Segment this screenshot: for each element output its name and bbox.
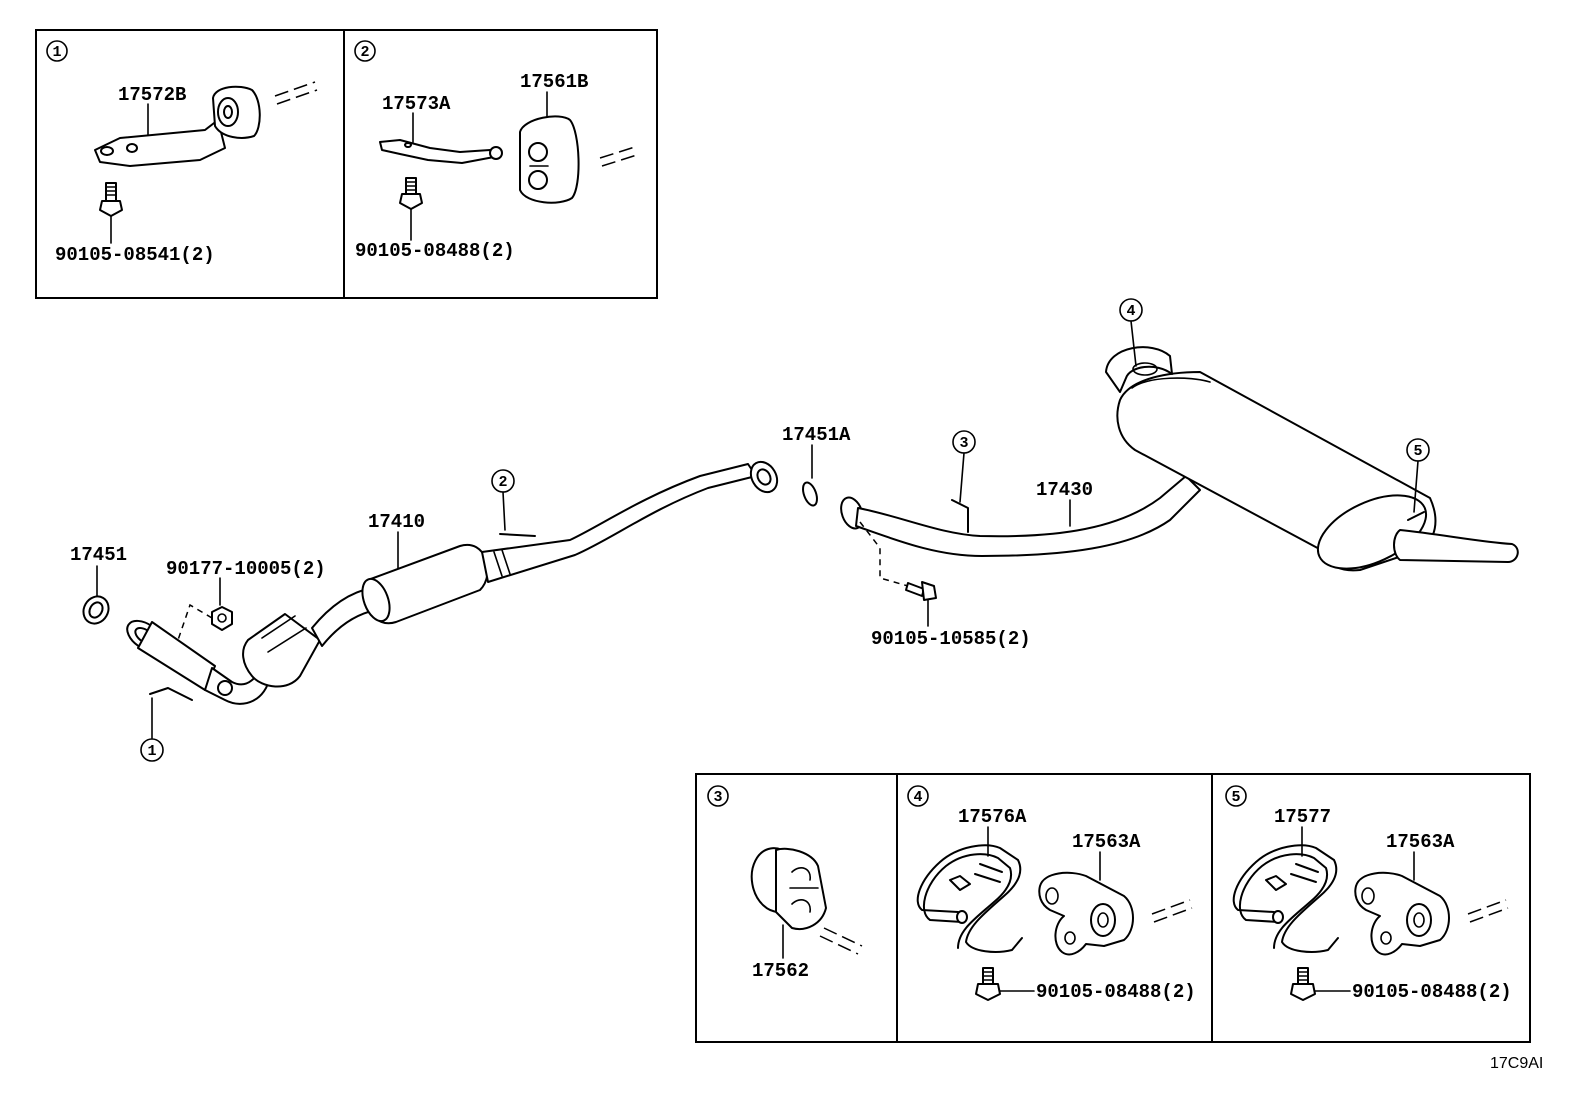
part-label-17563A: 17563A — [1386, 831, 1455, 853]
callout-2-marker: 2 — [354, 40, 376, 62]
part-label-90105-10585: 90105-10585(2) — [871, 628, 1031, 650]
inset-1: 1 17572B 90105-08541(2) — [46, 40, 318, 266]
rod-stub-icon — [1151, 899, 1193, 923]
inset-5: 5 17577 17563A 90105-08488(2 — [1225, 785, 1512, 1003]
bracket-17572B-icon — [94, 85, 261, 167]
part-label-17410: 17410 — [368, 511, 425, 533]
bracket-17576A-icon — [916, 844, 1023, 953]
svg-text:5: 5 — [1231, 789, 1240, 806]
svg-text:4: 4 — [913, 789, 922, 806]
main-assembly: 17451 90177-10005(2) 17410 — [70, 298, 1519, 762]
bolt-icon — [99, 182, 123, 244]
diagram-code: 17C9AI — [1490, 1055, 1543, 1072]
callout-3-marker: 3 — [707, 785, 729, 807]
part-label-17572B: 17572B — [118, 84, 186, 106]
bolt-icon — [905, 581, 937, 627]
part-label-90105-08541: 90105-08541(2) — [55, 244, 215, 266]
svg-text:5: 5 — [1413, 443, 1422, 460]
hanger-17563A-icon — [1354, 871, 1450, 956]
svg-text:3: 3 — [713, 789, 722, 806]
callout-5-marker: 5 — [1406, 438, 1430, 513]
svg-text:1: 1 — [147, 743, 156, 760]
rod-stub-icon — [1467, 899, 1509, 923]
rod-stub-icon — [274, 81, 318, 105]
callout-1-marker: 1 — [140, 697, 164, 762]
svg-text:1: 1 — [52, 44, 61, 61]
svg-text:3: 3 — [959, 435, 968, 452]
part-label-17430: 17430 — [1036, 479, 1093, 501]
part-label-17451A: 17451A — [782, 424, 851, 446]
callout-4-marker: 4 — [907, 785, 929, 807]
tail-pipe-17430-icon — [840, 346, 1519, 572]
part-label-17561B: 17561B — [520, 71, 588, 93]
inset-panel-top — [35, 29, 658, 299]
svg-text:4: 4 — [1126, 303, 1135, 320]
part-label-90105-08488: 90105-08488(2) — [1352, 981, 1512, 1003]
callout-3-marker: 3 — [952, 430, 976, 503]
part-label-90105-08488: 90105-08488(2) — [355, 240, 515, 262]
nut-icon — [211, 606, 233, 631]
part-label-90105-08488: 90105-08488(2) — [1036, 981, 1196, 1003]
callout-4-marker: 4 — [1119, 298, 1143, 367]
bracket-17573A-icon — [379, 139, 503, 164]
callout-2-marker: 2 — [491, 469, 515, 531]
callout-5-marker: 5 — [1225, 785, 1247, 807]
part-label-17451: 17451 — [70, 544, 127, 566]
part-label-17577: 17577 — [1274, 806, 1331, 828]
inset-2: 2 17573A 17561B 90105-08488(2) — [354, 40, 641, 262]
inset-panel-bottom — [695, 773, 1531, 1043]
gasket-17451-icon — [82, 595, 110, 625]
bracket-17577-icon — [1232, 844, 1339, 953]
rod-stub-icon — [819, 927, 863, 955]
callout-1-marker: 1 — [46, 40, 68, 62]
svg-text:2: 2 — [498, 474, 507, 491]
hanger-17562-icon — [750, 847, 827, 930]
bolt-icon — [1290, 967, 1351, 1001]
gasket-17451A-icon — [802, 481, 818, 507]
bolt-icon — [399, 177, 423, 241]
front-pipe-17410-icon — [126, 460, 779, 705]
inset-3: 3 17562 — [707, 785, 863, 982]
svg-text:2: 2 — [360, 44, 369, 61]
part-label-17573A: 17573A — [382, 93, 451, 115]
hanger-17561B-icon — [519, 115, 580, 204]
part-label-90177-10005: 90177-10005(2) — [166, 558, 326, 580]
inset-4: 4 17576A 17563A 90105-08488( — [907, 785, 1196, 1003]
hanger-17563A-icon — [1038, 871, 1134, 956]
rod-stub-icon — [599, 145, 641, 167]
part-label-17576A: 17576A — [958, 806, 1027, 828]
part-label-17562: 17562 — [752, 960, 809, 982]
bolt-icon — [975, 967, 1035, 1001]
part-label-17563A: 17563A — [1072, 831, 1141, 853]
